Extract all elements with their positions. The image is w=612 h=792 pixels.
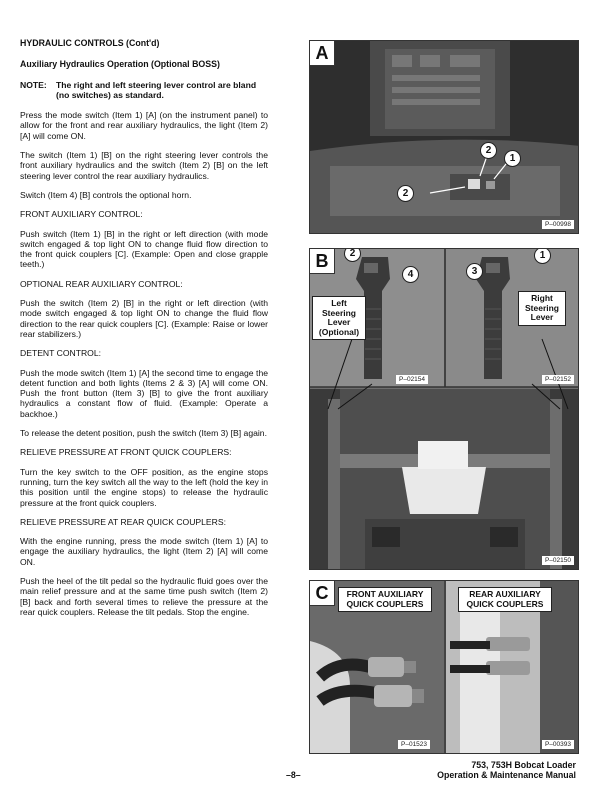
figure-a-code: P–00998: [541, 220, 574, 229]
page-number: –8–: [286, 770, 301, 780]
rear-quick-couplers-label: REAR AUXILIARY QUICK COUPLERS: [458, 587, 552, 612]
section-subtitle: Auxiliary Hydraulics Operation (Optional…: [20, 59, 220, 70]
figure-b-right-code: P–02152: [541, 375, 574, 384]
heading-rear-aux: OPTIONAL REAR AUXILIARY CONTROL:: [20, 278, 183, 289]
callout-a-1: 1: [504, 150, 521, 167]
callout-a-2-top: 2: [480, 142, 497, 159]
left-steering-lever-label: Left Steering Lever (Optional): [312, 296, 366, 340]
figure-c-front-code: P–01523: [398, 740, 431, 749]
heading-front-aux: FRONT AUXILIARY CONTROL:: [20, 209, 143, 220]
para-lever-switches: The switch (Item 1) [B] on the right ste…: [20, 150, 268, 181]
figure-c: C FRONT AUXILIARY QUICK COUPLERS REAR AU…: [309, 580, 579, 754]
front-quick-couplers-label: FRONT AUXILIARY QUICK COUPLERS: [338, 587, 432, 612]
callout-b-3: 3: [466, 263, 483, 280]
callout-b-4: 4: [402, 266, 419, 283]
heading-detent: DETENT CONTROL:: [20, 348, 102, 359]
note-body: The right and left steering lever contro…: [56, 79, 257, 100]
figure-c-rear-code: P–00393: [541, 740, 574, 749]
para-relieve-front: Turn the key switch to the OFF position,…: [20, 466, 268, 508]
right-steering-lever-label: Right Steering Lever: [518, 291, 566, 326]
callout-a-2-bottom: 2: [397, 185, 414, 202]
heading-relieve-front: RELIEVE PRESSURE AT FRONT QUICK COUPLERS…: [20, 447, 232, 458]
para-front-aux: Push switch (Item 1) [B] in the right or…: [20, 228, 268, 270]
callout-b-1: 1: [534, 249, 551, 264]
figure-b-bottom-code: P–02150: [541, 556, 574, 565]
figure-b-left-code: P–02154: [396, 375, 429, 384]
para-mode-switch: Press the mode switch (Item 1) [A] (on t…: [20, 110, 268, 141]
para-detent: Push the mode switch (Item 1) [A] the se…: [20, 367, 268, 419]
manual-title-line2: Operation & Maintenance Manual: [437, 770, 576, 780]
note-block: NOTE: The right and left steering lever …: [20, 80, 268, 101]
para-relieve-rear-1: With the engine running, press the mode …: [20, 536, 268, 567]
heading-relieve-rear: RELIEVE PRESSURE AT REAR QUICK COUPLERS:: [20, 516, 226, 527]
figure-c-letter: C: [310, 581, 335, 606]
manual-title-line1: 753, 753H Bobcat Loader: [471, 760, 576, 770]
callout-b-2: 2: [344, 249, 361, 262]
figure-b-letter: B: [310, 249, 335, 274]
figure-a-letter: A: [310, 41, 335, 66]
text-column: HYDRAULIC CONTROLS (Cont'd) Auxiliary Hy…: [20, 38, 268, 626]
para-rear-aux: Push the switch (Item 2) [B] in the righ…: [20, 298, 268, 339]
figure-b: B 2 4 3 1 Left Steering Lever (Optional)…: [309, 248, 579, 570]
figure-a: A 2 1 2 P–00998: [309, 40, 579, 234]
para-relieve-rear-2: Push the heel of the tilt pedal so the h…: [20, 575, 268, 617]
para-detent-release: To release the detent position, push the…: [20, 428, 267, 439]
note-key: NOTE:: [20, 79, 47, 90]
figure-a-photo: [310, 41, 578, 233]
para-horn: Switch (Item 4) [B] controls the optiona…: [20, 189, 192, 200]
section-title: HYDRAULIC CONTROLS (Cont'd): [20, 38, 160, 48]
